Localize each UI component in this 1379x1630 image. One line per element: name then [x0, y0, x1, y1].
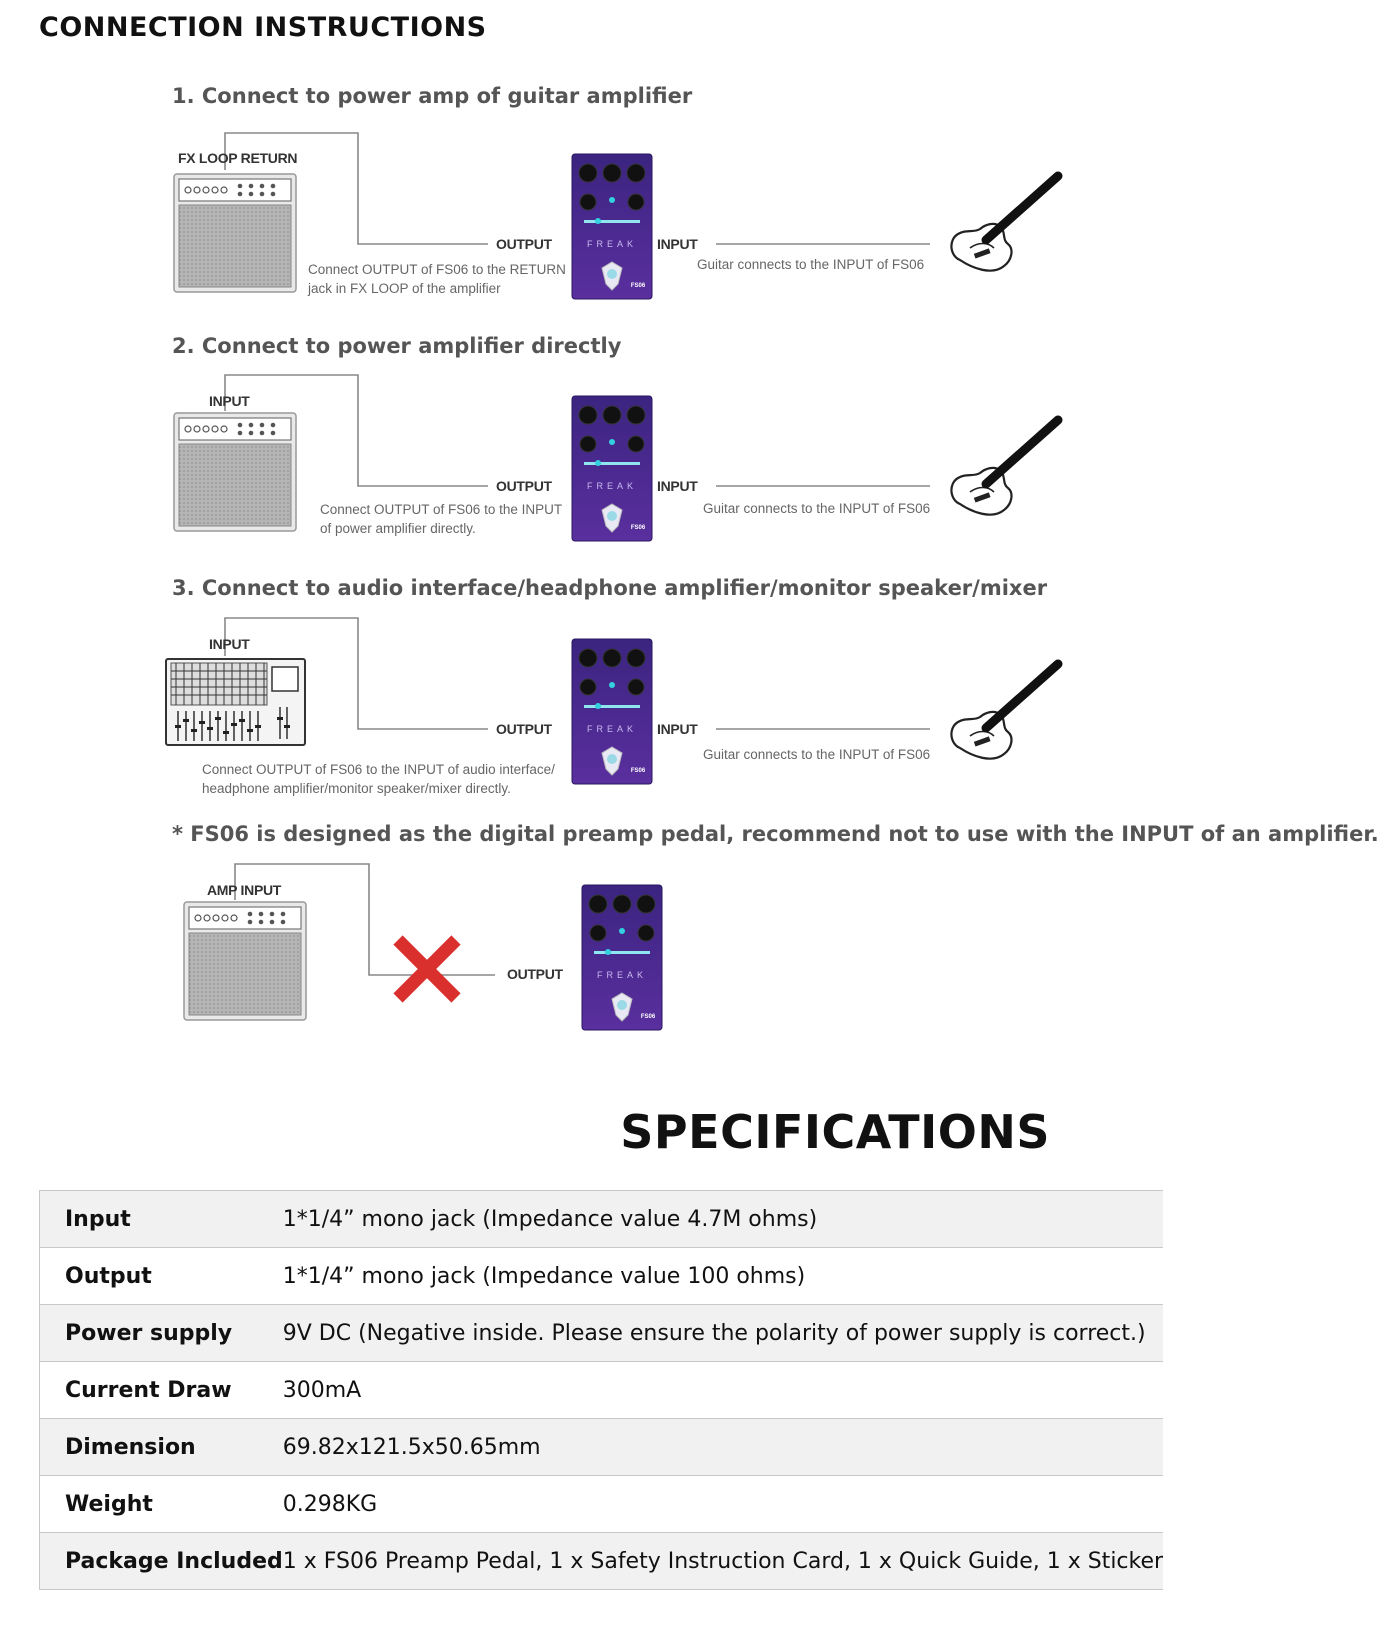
spec-key: Weight: [38, 1475, 283, 1533]
guitar-amp-icon: [173, 412, 297, 532]
step2-output-label: OUTPUT: [496, 478, 552, 494]
spec-value: 0.298KG: [282, 1475, 1164, 1533]
step2-guitar-caption: Guitar connects to the INPUT of FS06: [703, 501, 931, 516]
preamp-pedal-icon: [571, 638, 653, 785]
page-heading: CONNECTION INSTRUCTIONS: [39, 12, 487, 43]
specifications-table: Input 1*1/4” mono jack (Impedance value …: [38, 1190, 1164, 1590]
spec-value: 9V DC (Negative inside. Please ensure th…: [282, 1304, 1164, 1362]
spec-value: 1*1/4” mono jack (Impedance value 4.7M o…: [282, 1190, 1164, 1248]
electric-guitar-icon: [951, 176, 1058, 271]
mixer-icon: [165, 658, 306, 746]
step2-title: 2. Connect to power amplifier directly: [172, 334, 622, 358]
step3-caption-line1: Connect OUTPUT of FS06 to the INPUT of a…: [202, 762, 555, 777]
step3-title: 3. Connect to audio interface/headphone …: [172, 576, 1048, 600]
step3-output-label: OUTPUT: [496, 721, 552, 737]
spec-value: 1*1/4” mono jack (Impedance value 100 oh…: [282, 1247, 1164, 1305]
step1-graphics: [173, 132, 1058, 300]
step1-caption-line1: Connect OUTPUT of FS06 to the RETURN: [308, 262, 566, 277]
spec-key: Current Draw: [38, 1361, 283, 1419]
guitar-amp-icon: [183, 901, 307, 1021]
spec-key: Output: [38, 1247, 283, 1305]
table-row: Package Included 1 x FS06 Preamp Pedal, …: [38, 1532, 1164, 1590]
preamp-pedal-icon: [581, 884, 663, 1031]
specifications-table-clip: Input 1*1/4” mono jack (Impedance value …: [0, 1150, 1164, 1630]
table-row: Dimension 69.82x121.5x50.65mm: [38, 1418, 1164, 1476]
connection-diagram: FREAK FS06: [165, 84, 1379, 1031]
preamp-pedal-icon: [571, 395, 653, 542]
guitar-amp-icon: [173, 173, 297, 293]
spec-value: 69.82x121.5x50.65mm: [282, 1418, 1164, 1476]
electric-guitar-icon: [951, 420, 1058, 515]
warning-output-label: OUTPUT: [507, 966, 563, 982]
step3-caption-line2: headphone amplifier/monitor speaker/mixe…: [202, 781, 511, 796]
step1-caption-line2: jack in FX LOOP of the amplifier: [308, 281, 501, 296]
step1-guitar-caption: Guitar connects to the INPUT of FS06: [697, 257, 925, 272]
spec-value: 1 x FS06 Preamp Pedal, 1 x Safety Instru…: [282, 1532, 1164, 1590]
table-row: Weight 0.298KG: [38, 1475, 1164, 1533]
electric-guitar-icon: [951, 664, 1058, 759]
step3-graphics: [165, 617, 1058, 785]
step2-graphics: [173, 374, 1058, 542]
warning-device-label: AMP INPUT: [207, 882, 282, 898]
step2-input-label: INPUT: [657, 478, 698, 494]
step3-device-label: INPUT: [209, 636, 250, 652]
warning-graphics: [183, 863, 663, 1031]
warning-text: * FS06 is designed as the digital preamp…: [172, 822, 1379, 846]
diagram-graphics: FREAK FS06: [165, 132, 1080, 1031]
table-row: Output 1*1/4” mono jack (Impedance value…: [38, 1247, 1164, 1305]
table-row: Current Draw 300mA: [38, 1361, 1164, 1419]
cross-mark-icon: [393, 935, 461, 1003]
step3-input-label: INPUT: [657, 721, 698, 737]
step2-caption-line1: Connect OUTPUT of FS06 to the INPUT: [320, 502, 563, 517]
preamp-pedal-icon: [571, 153, 653, 300]
step1-input-label: INPUT: [657, 236, 698, 252]
step1-output-label: OUTPUT: [496, 236, 552, 252]
spec-key: Power supply: [38, 1304, 283, 1362]
step1-title: 1. Connect to power amp of guitar amplif…: [172, 84, 693, 108]
step3-guitar-caption: Guitar connects to the INPUT of FS06: [703, 747, 931, 762]
spec-value: 300mA: [282, 1361, 1164, 1419]
spec-key: Input: [38, 1190, 283, 1248]
step2-caption-line2: of power amplifier directly.: [320, 521, 476, 536]
table-row: Power supply 9V DC (Negative inside. Ple…: [38, 1304, 1164, 1362]
spec-key: Package Included: [38, 1532, 283, 1590]
step2-device-label: INPUT: [209, 393, 250, 409]
table-row: Input 1*1/4” mono jack (Impedance value …: [38, 1190, 1164, 1248]
spec-key: Dimension: [38, 1418, 283, 1476]
specifications-title: SPECIFICATIONS: [620, 1105, 1050, 1159]
step1-device-label: FX LOOP RETURN: [178, 150, 298, 166]
